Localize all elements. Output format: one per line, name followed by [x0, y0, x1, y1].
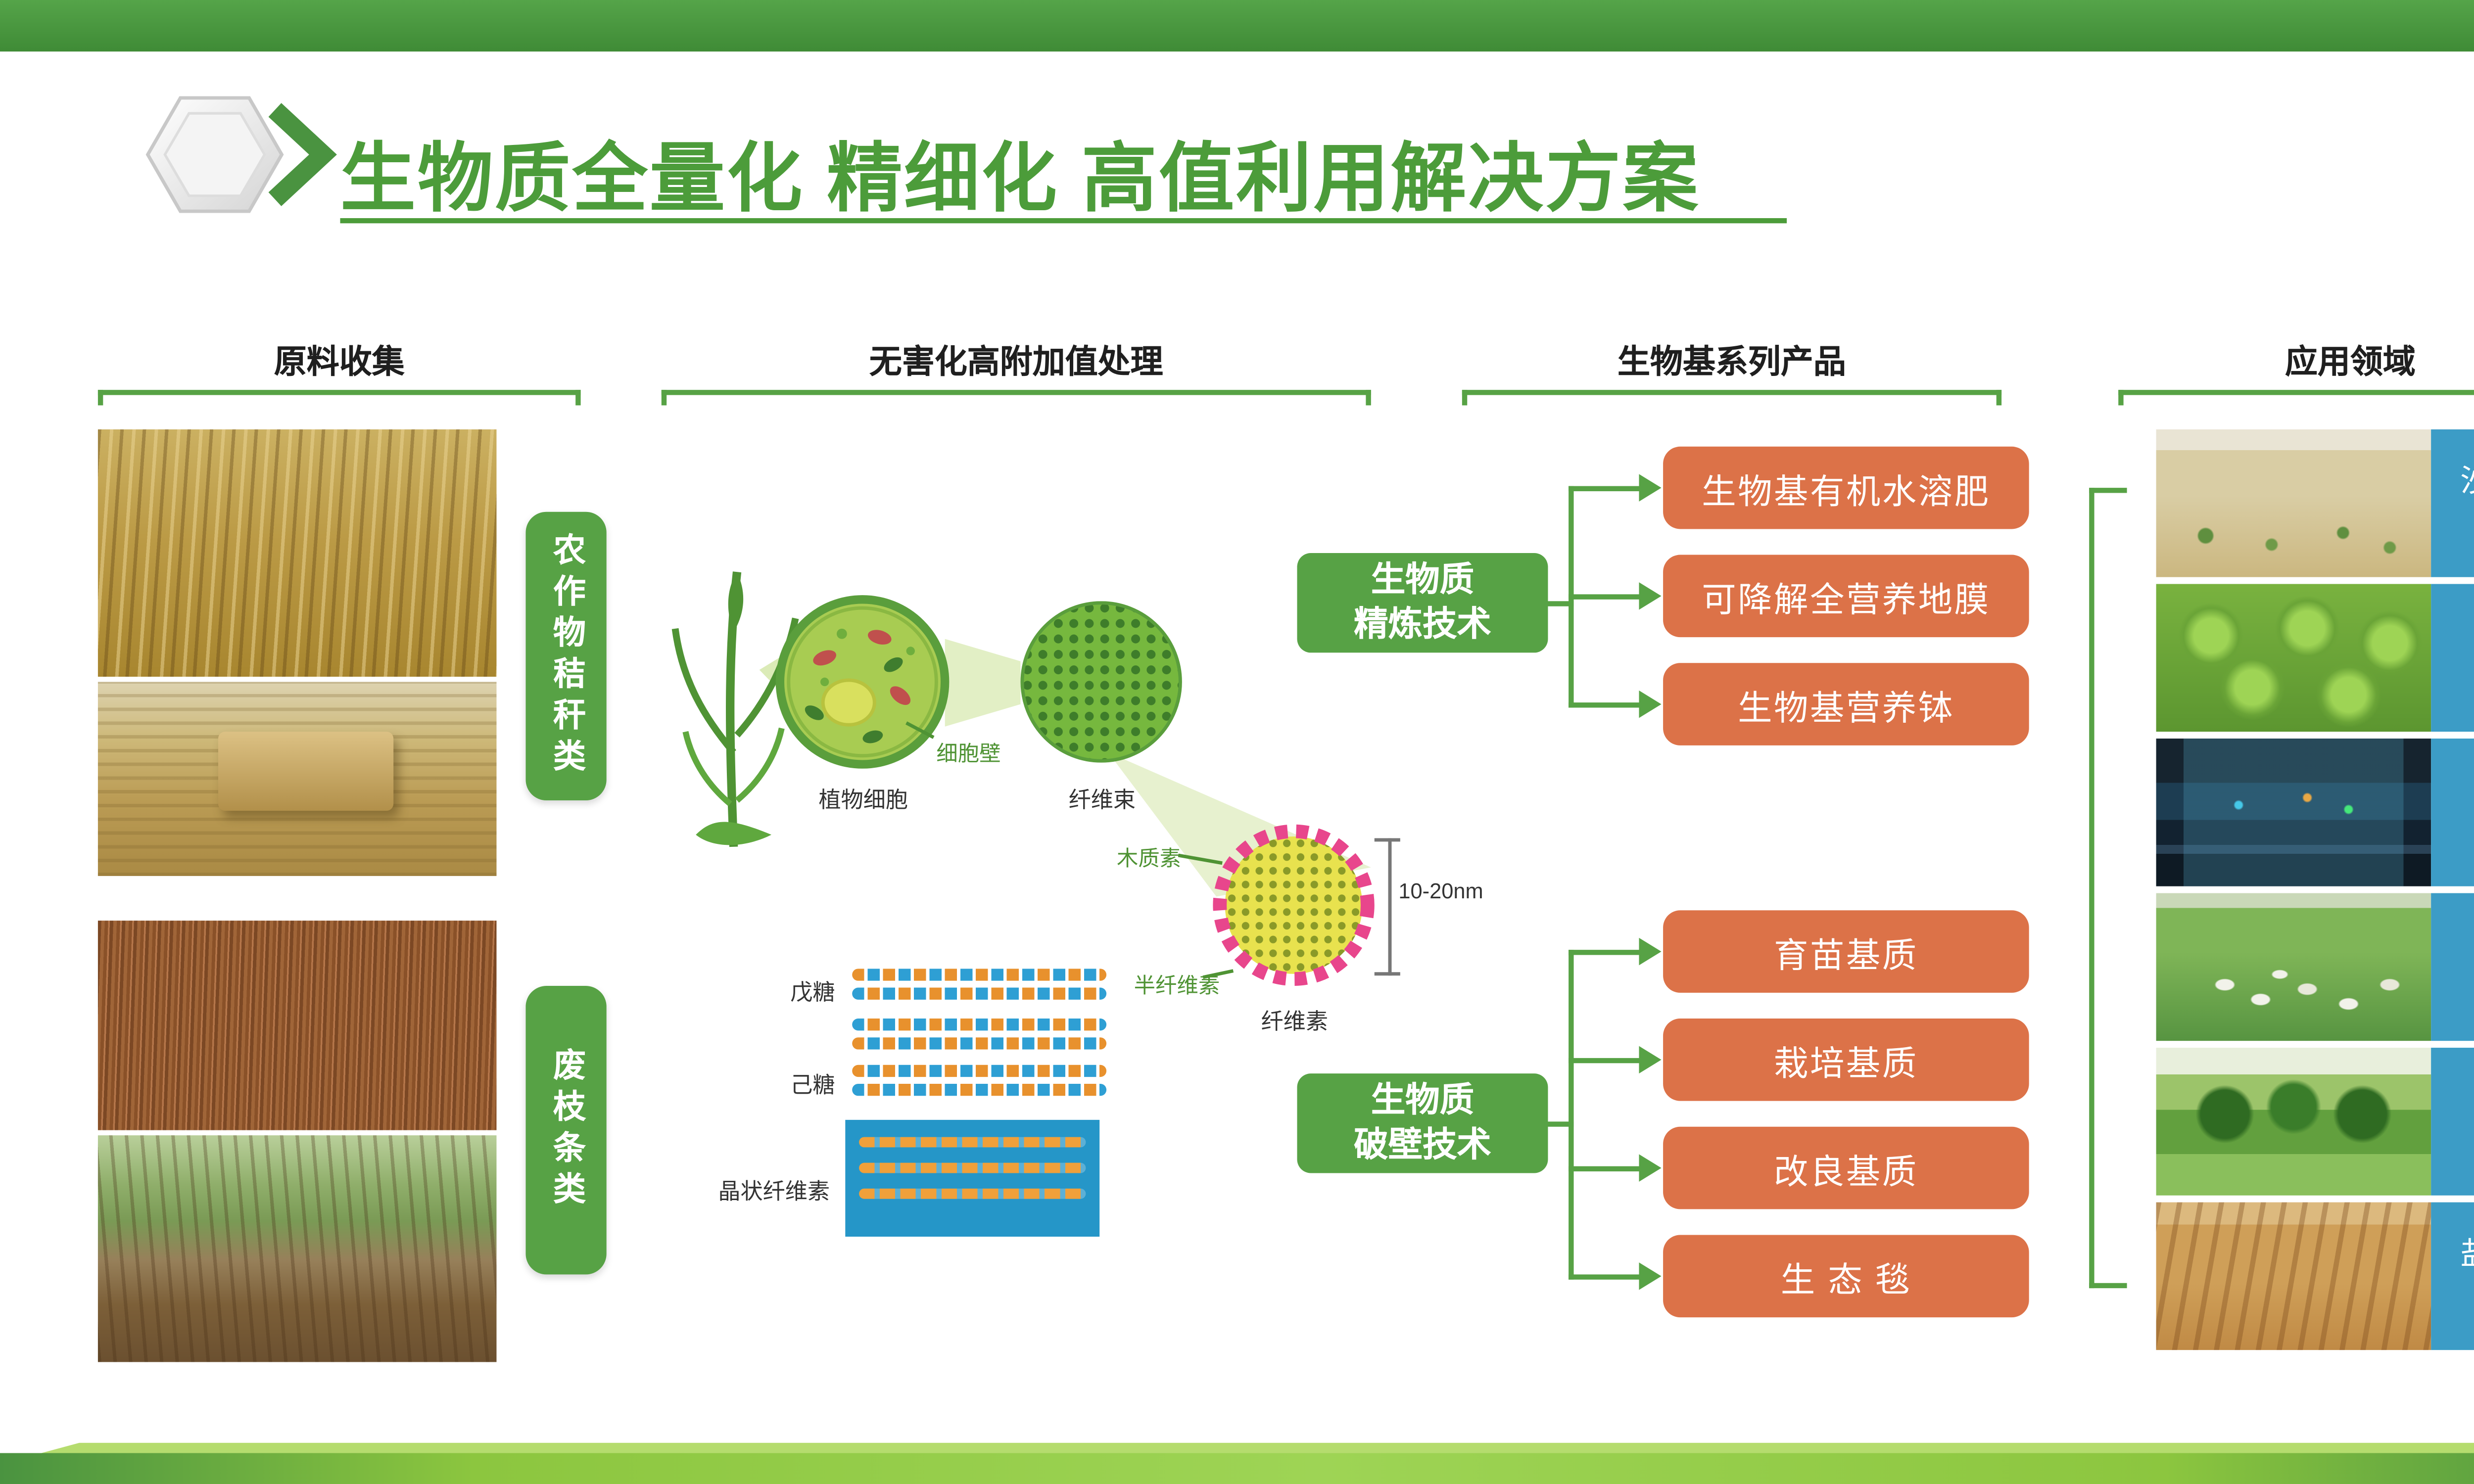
hexose-label: 己糖 — [790, 1071, 835, 1098]
app-label-livestock: 畜牧 养殖 — [2431, 893, 2474, 1041]
label-crop-straw-group: 农作物秸秆类 — [525, 511, 607, 801]
footer-accent-strip — [41, 1442, 2474, 1453]
cellulose-label: 纤维素 — [1261, 1008, 1329, 1034]
connector-arrow-line — [1569, 949, 1639, 954]
plant-cell-label: 植物细胞 — [818, 787, 908, 813]
sugar-chain-row — [852, 987, 1107, 1000]
product-improved-substrate: 改良基质 — [1663, 1126, 2029, 1209]
photo-straw-bales — [97, 682, 497, 876]
app-photo-livestock — [2156, 893, 2431, 1041]
sugar-chain-row — [852, 1065, 1107, 1077]
header-applications: 应用领域 — [2284, 345, 2416, 381]
sugar-chain-1 — [852, 969, 1107, 1006]
connector-wall-breaking-stub — [1546, 1120, 1574, 1126]
app-photo-fertility — [2156, 584, 2431, 732]
product-water-soluble-fertilizer: 生物基有机水溶肥 — [1663, 446, 2029, 529]
diameter-bottom-tick — [1374, 972, 1400, 975]
app-label-desertification: 沙漠化 治理 — [2431, 429, 2474, 577]
connector-arrow-line — [1569, 1273, 1639, 1279]
connector-wall-breaking-vertical — [1569, 949, 1574, 1279]
footer-green-bar — [0, 1453, 2474, 1484]
sugar-chain-row — [852, 1019, 1107, 1031]
cell-wall-label: 细胞壁 — [936, 742, 1001, 766]
applications-bracket-bottom-tick — [2089, 1283, 2127, 1289]
diameter-dimension-line — [1388, 838, 1391, 976]
straw-bale-shape — [217, 732, 393, 810]
connector-arrow-line — [1569, 485, 1639, 491]
cellulose-fiber-illustration — [1213, 824, 1375, 986]
app-label-fertility: 肥力 提升 — [2431, 584, 2474, 732]
arrowhead-icon — [1639, 690, 1662, 718]
applications-bracket-vertical — [2089, 488, 2094, 1289]
title-underline — [340, 218, 1787, 224]
hexagon-logo-icon — [145, 96, 337, 213]
waste-branch-label: 废枝条类 — [548, 1048, 584, 1213]
app-label-saline-soil: 盐碱地 改良 — [2431, 1202, 2474, 1350]
product-degradable-mulch-film: 可降解全营养地膜 — [1663, 555, 2029, 638]
arrowhead-icon — [1639, 1046, 1662, 1074]
header-processing: 无害化高附加值处理 — [869, 345, 1163, 381]
arrowhead-icon — [1639, 937, 1662, 966]
app-label-landscaping: 园林 绿化 — [2431, 1048, 2474, 1196]
arrowhead-icon — [1639, 1154, 1662, 1182]
bracket-raw-materials — [97, 390, 581, 406]
crystalline-cellulose-diagram — [845, 1119, 1100, 1237]
photo-vine-branches — [97, 1135, 497, 1362]
bracket-applications — [2118, 390, 2474, 406]
plant-illustration — [671, 571, 799, 847]
sugar-chain-row — [852, 969, 1107, 981]
sugar-chain-3 — [852, 1065, 1107, 1103]
product-eco-blanket: 生 态 毯 — [1663, 1235, 2029, 1318]
cellulose-chain-row — [859, 1137, 1086, 1148]
bracket-products — [1462, 390, 2002, 406]
connector-arrow-line — [1569, 701, 1639, 707]
fiber-bundle-label: 纤维束 — [1068, 787, 1136, 813]
product-nutrition-pot: 生物基营养钵 — [1663, 663, 2029, 745]
fiber-size-label: 10-20nm — [1398, 879, 1483, 904]
header-products: 生物基系列产品 — [1618, 345, 1846, 381]
cellulose-chain-row — [859, 1162, 1086, 1173]
app-photo-landscaping — [2156, 1048, 2431, 1196]
crystalline-cellulose-label: 晶状纤维素 — [718, 1178, 830, 1205]
diameter-top-tick — [1374, 838, 1400, 841]
product-cultivation-substrate: 栽培基质 — [1663, 1019, 2029, 1101]
app-photo-desertification — [2156, 429, 2431, 577]
app-photo-agri-data — [2156, 739, 2431, 886]
product-seedling-substrate: 育苗基质 — [1663, 910, 2029, 993]
connector-arrow-line — [1569, 1057, 1639, 1063]
connector-refining-stub — [1546, 600, 1574, 605]
sugar-chain-row — [852, 1083, 1107, 1096]
sugar-chain-row — [852, 1037, 1107, 1050]
pentose-label: 戊糖 — [790, 979, 835, 1005]
arrowhead-icon — [1639, 582, 1662, 610]
header-raw-materials: 原料收集 — [274, 345, 405, 381]
lignin-label: 木质素 — [1116, 846, 1182, 871]
cellulose-chain-row — [859, 1188, 1086, 1199]
photo-waste-twigs — [97, 921, 497, 1130]
connector-arrow-line — [1569, 593, 1639, 599]
plant-cell-illustration — [775, 595, 950, 769]
top-green-bar — [0, 0, 2474, 52]
fiber-bundle-illustration — [1020, 601, 1182, 763]
connector-arrow-line — [1569, 1165, 1639, 1171]
wall-breaking-tech-box: 生物质 破壁技术 — [1297, 1073, 1548, 1173]
page-title: 生物质全量化 精细化 高值利用解决方案 — [340, 137, 1700, 222]
photo-crop-stalks — [97, 429, 497, 677]
app-label-agri-data: 农业 数据 — [2431, 739, 2474, 886]
label-waste-branch-group: 废枝条类 — [525, 986, 607, 1275]
refining-tech-box: 生物质 精炼技术 — [1297, 553, 1548, 653]
arrowhead-icon — [1639, 1262, 1662, 1290]
hemicellulose-label: 半纤维素 — [1134, 974, 1220, 998]
crop-straw-label: 农作物秸秆类 — [548, 532, 584, 780]
arrowhead-icon — [1639, 474, 1662, 502]
applications-bracket-top-tick — [2089, 488, 2127, 493]
bracket-processing — [661, 390, 1371, 406]
sugar-chain-2 — [852, 1019, 1107, 1056]
app-photo-saline-soil — [2156, 1202, 2431, 1350]
